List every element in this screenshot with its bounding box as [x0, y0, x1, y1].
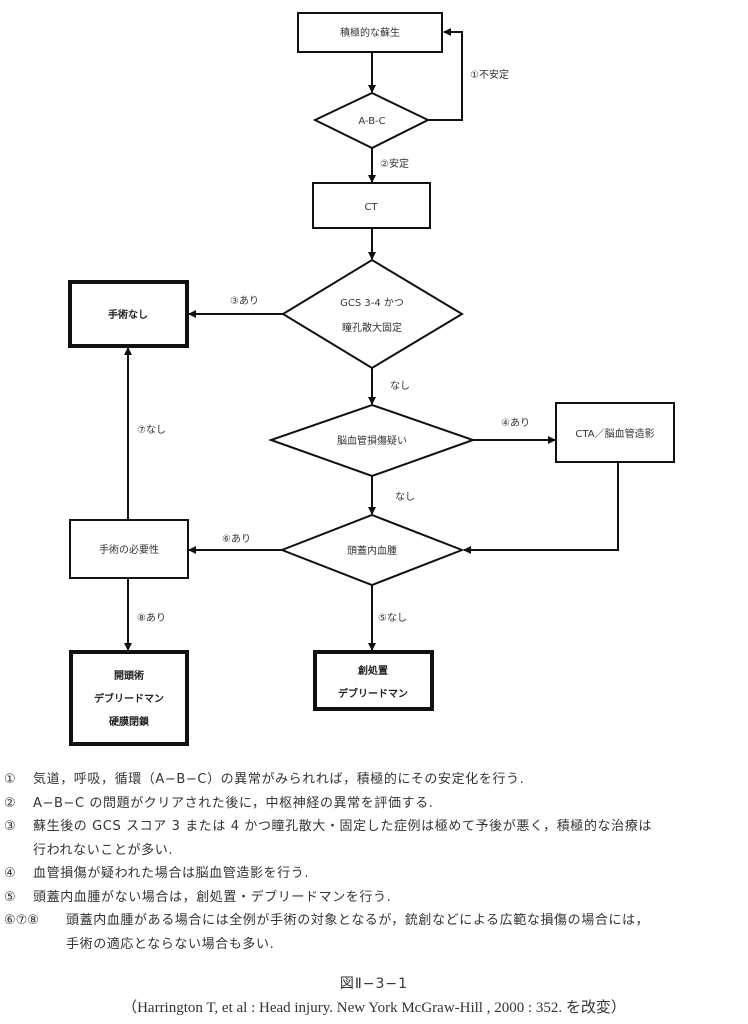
figure-number: 図Ⅱ−3−1: [339, 976, 409, 992]
node-ct: CT: [312, 182, 431, 229]
node-surgery-need-label: 手術の必要性: [99, 543, 159, 556]
decision-gcs-line1: GCS 3-4 かつ: [340, 297, 404, 309]
note-number: ③: [4, 819, 16, 834]
note-number: ②: [4, 795, 16, 811]
node-resuscitation-label: 積極的な蘇生: [340, 26, 400, 39]
edge-label-unstable: ①不安定: [470, 68, 509, 81]
node-no-surgery-label: 手術なし: [108, 308, 148, 321]
edge-label-surgery-no: ⑦なし: [137, 424, 166, 436]
edge-label-hematoma-yes: ⑥あり: [222, 533, 251, 545]
edge-cta-to-hematoma: [463, 462, 619, 554]
decision-gcs-line2: 瞳孔散大固定: [342, 321, 402, 334]
node-craniotomy-line2: デブリードマン: [94, 692, 164, 705]
note-item: ② A−B−C の問題がクリアされた後に，中枢神経の異常を評価する.: [4, 792, 748, 816]
note-text: 血管損傷が疑われた場合は脳血管造影を行う.: [33, 866, 310, 881]
note-text: 気道，呼吸，循環（A−B−C）の異常がみられれば，積極的にその安定化を行う.: [33, 772, 525, 787]
decision-vascular-label: 脳血管損傷疑い: [337, 434, 407, 447]
decision-hematoma-label: 頭蓋内血腫: [347, 544, 397, 557]
edge-label-hematoma-no: ⑤なし: [378, 612, 407, 624]
note-text-continued: 行われないことが多い.: [33, 842, 174, 858]
node-wound-care-line1: 創処置: [357, 664, 388, 677]
decision-abc-label: A-B-C: [358, 116, 385, 127]
decision-hematoma: 頭蓋内血腫: [279, 513, 465, 587]
figure-citation: （Harrington T, et al : Head injury. New …: [122, 1000, 626, 1016]
note-text-continued: 手術の適応とならない場合も多い.: [66, 936, 275, 952]
flowchart: 積極的な蘇生 A-B-C CT GCS 3-4 かつ 瞳孔散大固定 手術なし 脳…: [68, 12, 675, 746]
note-item: ④ 血管損傷が疑われた場合は脳血管造影を行う.: [4, 862, 748, 886]
note-item: ⑤ 頭蓋内血腫がない場合は，創処置・デブリードマンを行う.: [4, 886, 748, 910]
notes-list: ① 気道，呼吸，循環（A−B−C）の異常がみられれば，積極的にその安定化を行う.…: [4, 768, 748, 956]
edge-label-vascular-yes: ④あり: [501, 417, 530, 429]
note-text: 頭蓋内血腫がある場合には全例が手術の対象となるが，銃創などによる広範な損傷の場合…: [66, 913, 650, 928]
note-item: ⑥⑦⑧ 頭蓋内血腫がある場合には全例が手術の対象となるが，銃創などによる広範な損…: [4, 909, 748, 956]
decision-abc: A-B-C: [312, 91, 431, 150]
node-resuscitation: 積極的な蘇生: [297, 12, 443, 53]
node-craniotomy-line3: 硬膜閉鎖: [109, 715, 150, 728]
edge-label-gcs-yes: ③あり: [230, 295, 259, 307]
node-cta-label: CTA／脳血管造影: [575, 427, 654, 440]
edge-label-vascular-no: なし: [395, 491, 415, 503]
note-item: ③ 蘇生後の GCS スコア 3 または 4 かつ瞳孔散大・固定した症例は極めて…: [4, 815, 748, 862]
note-text: A−B−C の問題がクリアされた後に，中枢神経の異常を評価する.: [33, 795, 434, 811]
node-craniotomy-line1: 開頭術: [114, 669, 144, 682]
edge-label-surgery-yes: ⑧あり: [137, 612, 166, 624]
edge-abc-unstable: [428, 28, 463, 121]
note-number: ①: [4, 772, 16, 787]
edge-label-gcs-no: なし: [390, 380, 410, 392]
note-text: 蘇生後の GCS スコア 3 または 4 かつ瞳孔散大・固定した症例は極めて予後…: [33, 819, 652, 834]
decision-vascular: 脳血管損傷疑い: [267, 403, 477, 478]
node-surgery-need: 手術の必要性: [69, 519, 189, 579]
node-cta: CTA／脳血管造影: [555, 402, 675, 463]
note-number: ④: [4, 866, 16, 881]
edge-label-stable: ②安定: [380, 157, 409, 170]
decision-gcs: GCS 3-4 かつ 瞳孔散大固定: [281, 258, 464, 370]
node-wound-care: 創処置 デブリードマン: [313, 650, 434, 711]
note-item: ① 気道，呼吸，循環（A−B−C）の異常がみられれば，積極的にその安定化を行う.: [4, 768, 748, 792]
node-craniotomy: 開頭術 デブリードマン 硬膜閉鎖: [69, 650, 189, 746]
node-no-surgery: 手術なし: [68, 280, 189, 348]
node-ct-label: CT: [364, 202, 378, 213]
note-number: ⑤: [4, 889, 16, 905]
note-text: 頭蓋内血腫がない場合は，創処置・デブリードマンを行う.: [33, 889, 392, 905]
note-number: ⑥⑦⑧: [4, 913, 39, 928]
node-wound-care-line2: デブリードマン: [338, 687, 408, 700]
